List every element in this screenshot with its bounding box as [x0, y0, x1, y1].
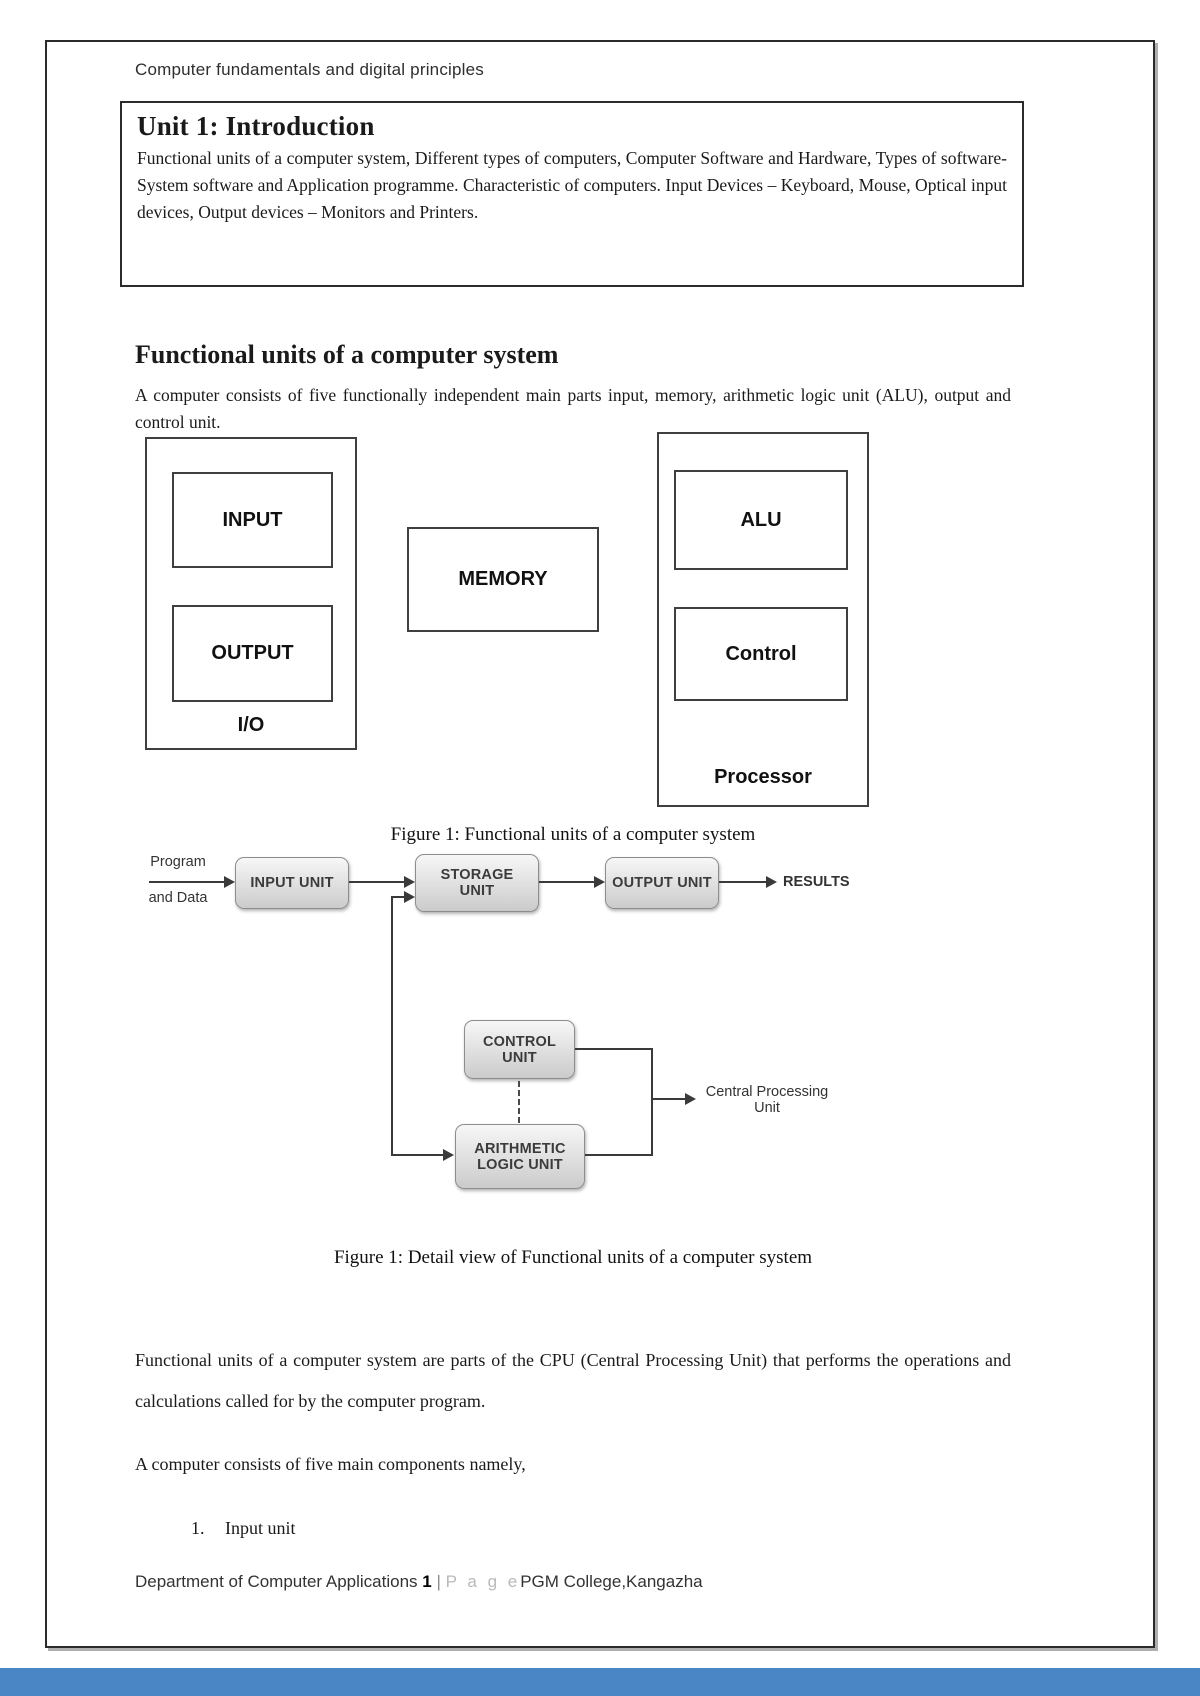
figure1-caption: Figure 1: Functional units of a computer… — [390, 824, 756, 845]
control-alu-dashed-line — [518, 1081, 520, 1123]
input-unit-box: INPUT UNIT — [235, 857, 349, 909]
and-data-label: and Data — [148, 890, 208, 906]
arrowhead-storage-to-output — [594, 876, 605, 888]
input-box: INPUT — [172, 472, 333, 568]
footer-department: Department of Computer Applications — [135, 1572, 418, 1591]
memory-box: MEMORY — [407, 527, 599, 632]
results-label: RESULTS — [783, 874, 850, 890]
footer-page-word: P a g e — [445, 1572, 521, 1591]
arithmetic-logic-unit-box: ARITHMETIC LOGIC UNIT — [455, 1124, 585, 1189]
branch-arrow-to-storage — [392, 896, 406, 898]
alu-box: ALU — [674, 470, 848, 570]
list-item-number: 1. — [191, 1518, 205, 1538]
list-item-input-unit: Input unit — [225, 1518, 296, 1538]
arrowhead-to-cpu-label — [685, 1093, 696, 1105]
section-heading: Functional units of a computer system — [135, 340, 559, 369]
storage-unit-box: STORAGE UNIT — [415, 854, 539, 912]
arrowhead-branch-to-alu — [443, 1149, 454, 1161]
unit-intro-box: Unit 1: Introduction Functional units of… — [120, 101, 1024, 287]
control-unit-box: CONTROL UNIT — [464, 1020, 575, 1079]
bracket-line-alu — [585, 1154, 653, 1156]
storage-unit-label: STORAGE UNIT — [440, 867, 514, 899]
program-label: Program — [150, 854, 206, 870]
io-label: I/O — [237, 714, 265, 736]
output-box: OUTPUT — [172, 605, 333, 702]
output-box-label: OUTPUT — [211, 642, 294, 664]
arrowhead-branch-to-storage — [404, 891, 415, 903]
bracket-line-control — [575, 1048, 653, 1050]
branch-vertical-line — [391, 896, 393, 1156]
control-box: Control — [674, 607, 848, 701]
unit-body: Functional units of a computer system, D… — [137, 148, 1007, 223]
arrow-input-to-storage — [349, 881, 405, 883]
bottom-blue-bar — [0, 1668, 1200, 1696]
branch-arrow-to-alu — [391, 1154, 444, 1156]
footer-page-number: 1 — [422, 1572, 432, 1591]
cpu-label: Central Processing Unit — [705, 1084, 829, 1116]
arrow-program-to-input — [149, 881, 225, 883]
arrowhead-input-to-storage — [404, 876, 415, 888]
control-box-label: Control — [725, 642, 797, 665]
input-box-label: INPUT — [222, 508, 283, 531]
paragraph-cpu-description: Functional units of a computer system ar… — [135, 1350, 1011, 1412]
processor-label: Processor — [714, 766, 812, 788]
output-unit-box: OUTPUT UNIT — [605, 857, 719, 909]
unit-title: Unit 1: Introduction — [137, 111, 375, 141]
arrow-storage-to-output — [539, 881, 595, 883]
memory-box-label: MEMORY — [458, 568, 548, 590]
arrow-to-cpu-label — [653, 1098, 686, 1100]
input-unit-label: INPUT UNIT — [250, 875, 334, 891]
section-intro: A computer consists of five functionally… — [135, 385, 1011, 433]
arrow-output-to-results — [719, 881, 767, 883]
alu-box-label: ALU — [740, 508, 782, 531]
arrowhead-output-to-results — [766, 876, 777, 888]
output-unit-label: OUTPUT UNIT — [612, 875, 712, 891]
arrowhead-program-to-input — [224, 876, 235, 888]
control-unit-label: CONTROL UNIT — [482, 1033, 557, 1066]
footer-college: PGM College,Kangazha — [520, 1572, 703, 1591]
page-footer: Department of Computer Applications 1 | … — [135, 1572, 703, 1592]
bracket-line-vertical — [651, 1048, 653, 1156]
paragraph-five-components: A computer consists of five main compone… — [135, 1454, 526, 1474]
arithmetic-logic-unit-label: ARITHMETIC LOGIC UNIT — [474, 1140, 566, 1173]
footer-pipe: | — [436, 1572, 441, 1591]
document-header: Computer fundamentals and digital princi… — [135, 60, 484, 79]
figure2-caption: Figure 1: Detail view of Functional unit… — [333, 1247, 813, 1268]
document-page: Computer fundamentals and digital princi… — [45, 40, 1155, 1648]
